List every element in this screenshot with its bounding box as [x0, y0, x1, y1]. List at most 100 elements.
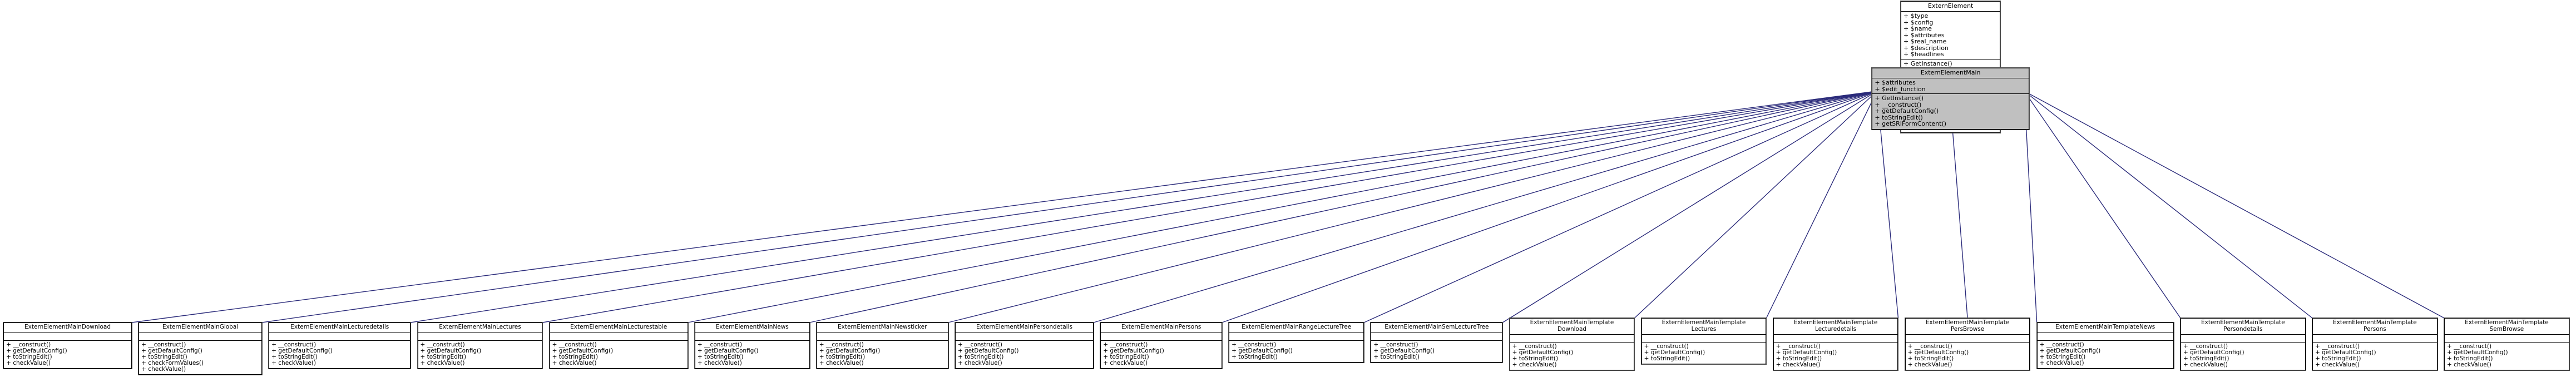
class-node[interactable]: ExternElementMainLecturedetails+ __const… [268, 322, 412, 369]
method-row: + checkValue() [1776, 361, 1821, 368]
class-name: ExternElementMainNews [695, 323, 809, 333]
method-row: + checkValue() [2039, 359, 2084, 366]
method-row: + __construct() [957, 341, 1002, 348]
method-row: + __construct() [1232, 341, 1277, 348]
method-row: + __construct() [552, 341, 597, 348]
method-row: + checkValue() [2315, 361, 2360, 368]
method-row: + checkFormValues() [141, 359, 204, 366]
method-row: + checkValue() [271, 359, 317, 366]
method-row: + getDefaultConfig() [957, 347, 1019, 354]
method-row: + getDefaultConfig() [1512, 349, 1574, 356]
class-node[interactable]: ExternElementMainLecturestable+ __constr… [548, 322, 689, 369]
class-name: ExternElementMainPersondetails [955, 323, 1094, 333]
class-node[interactable]: ExternElementMainTemplate Lectures+ __co… [1640, 317, 1767, 365]
class-node[interactable]: ExternElementMainTemplate PersBrowse+ __… [1904, 317, 2031, 371]
method-row: + __construct() [1512, 343, 1557, 350]
class-name: ExternElementMainDownload [4, 323, 131, 333]
class-node[interactable]: ExternElementMainNews + __construct()+ ge… [694, 322, 810, 369]
attribute-row: + $attributes [1875, 79, 1916, 86]
method-row: + __construct() [1776, 343, 1821, 350]
method-row: + getDefaultConfig() [1644, 349, 1705, 356]
class-attributes [1229, 333, 1364, 341]
class-attributes [1510, 335, 1634, 343]
class-node-focus[interactable]: ExternElementMain+ $attributes+ $edit_fu… [1871, 67, 2030, 130]
class-attributes [550, 333, 688, 341]
method-row: + getSRIFormContent() [1875, 120, 1947, 127]
class-name: ExternElementMain [1872, 68, 2029, 78]
method-row: + __construct() [697, 341, 743, 348]
method-row: + getDefaultConfig() [819, 347, 881, 354]
class-attributes [1101, 333, 1222, 341]
method-row: + getDefaultConfig() [1373, 347, 1435, 354]
method-row: + toStringEdit() [957, 353, 1004, 360]
method-row: + __construct() [420, 341, 465, 348]
method-row: + getDefaultConfig() [2446, 349, 2508, 356]
attribute-row: + $type [1903, 12, 1929, 19]
method-row: + __construct() [1373, 341, 1418, 348]
class-node[interactable]: ExternElementMainTemplate Lecturedetails… [1772, 317, 1899, 371]
class-node[interactable]: ExternElementMainTemplate Persondetails +… [2179, 317, 2306, 371]
class-node[interactable]: ExternElementMainPersons+ __construct()+… [1100, 322, 1223, 369]
method-row: + __construct() [141, 341, 186, 348]
class-name: ExternElementMainNewsticker [817, 323, 948, 333]
method-row: + checkValue() [420, 359, 465, 366]
class-node[interactable]: ExternElementMainRangeLectureTree+ __con… [1228, 322, 1365, 363]
class-node[interactable]: ExternElementMainTemplateNews+ __constru… [2036, 322, 2174, 369]
class-node[interactable]: ExternElementMainSemLectureTree+ __const… [1370, 322, 1504, 363]
class-name: ExternElement [1901, 2, 2000, 12]
attribute-row: + $headlines [1903, 51, 1944, 58]
class-methods: + __construct()+ getDefaultConfig()+ toS… [2445, 343, 2569, 370]
class-node[interactable]: ExternElementMainPersondetails + __constr… [954, 322, 1095, 369]
class-methods: + __construct()+ getDefaultConfig()+ toS… [4, 341, 131, 368]
method-row: + checkValue() [1907, 361, 1952, 368]
attribute-row: + $real_name [1903, 38, 1947, 45]
class-name: ExternElementMainTemplate Persondetails [2181, 319, 2305, 335]
method-row: + toStringEdit() [1512, 355, 1559, 362]
method-row: + toStringEdit() [552, 353, 599, 360]
class-node[interactable]: ExternElementMainLectures+ __construct()… [417, 322, 543, 369]
method-row: + toStringEdit() [271, 353, 318, 360]
class-attributes [1905, 335, 2030, 343]
method-row: + __construct() [2446, 343, 2492, 350]
class-attributes [1641, 335, 1766, 343]
method-row: + __construct() [6, 341, 51, 348]
method-row: + getDefaultConfig() [1776, 349, 1837, 356]
method-row: + __construct() [819, 341, 864, 348]
class-methods: + __construct()+ getDefaultConfig()+ toS… [1906, 343, 2030, 370]
class-node[interactable]: ExternElementMainTemplate SemBrowse+ __c… [2443, 317, 2570, 371]
class-attributes [418, 333, 542, 341]
attribute-row: + $name [1903, 25, 1932, 32]
class-methods: + __construct()+ getDefaultConfig()+ toS… [695, 341, 809, 368]
class-node[interactable]: ExternElementMainTemplate Download+ __co… [1509, 317, 1635, 371]
attribute-row: + $attributes [1903, 31, 1945, 39]
method-row: + toStringEdit() [6, 353, 52, 360]
method-row: + toStringEdit() [819, 353, 866, 360]
method-row: + checkValue() [819, 359, 864, 366]
class-node[interactable]: ExternElementMainNewsticker + __construct… [815, 322, 949, 369]
class-attributes [2444, 335, 2569, 343]
class-methods: + __construct()+ getDefaultConfig()+ toS… [1229, 341, 1363, 362]
method-row: + getDefaultConfig() [552, 347, 614, 354]
class-methods: + __construct()+ getDefaultConfig()+ toS… [1371, 341, 1502, 362]
method-row: + __construct() [2183, 343, 2228, 350]
method-row: + toStringEdit() [420, 353, 467, 360]
class-methods: + __construct()+ getDefaultConfig()+ toS… [817, 341, 948, 368]
attribute-row: + $description [1903, 44, 1949, 52]
class-node[interactable]: ExternElementMainGlobal+ __construct()+ … [138, 322, 263, 375]
method-row: + getDefaultConfig() [420, 347, 482, 354]
class-node[interactable]: ExternElementMainTemplate Persons+ __con… [2311, 317, 2438, 371]
class-attributes [695, 333, 809, 341]
method-row: + getDefaultConfig() [6, 347, 67, 354]
method-row: + getDefaultConfig() [2315, 349, 2376, 356]
method-row: + getDefaultConfig() [697, 347, 759, 354]
class-attributes [1773, 335, 1898, 343]
method-row: + toStringEdit() [2183, 355, 2229, 362]
method-row: + __construct() [1644, 343, 1689, 350]
class-node[interactable]: ExternElementMainDownload + __construct()… [3, 322, 132, 369]
method-row: + toStringEdit() [1373, 353, 1420, 360]
method-row: + checkValue() [2183, 361, 2228, 368]
class-attributes [955, 333, 1094, 341]
class-methods: + __construct()+ getDefaultConfig()+ toS… [1101, 341, 1222, 368]
class-attributes [4, 333, 131, 341]
class-methods: + GetInstance()+ __construct()+ getDefau… [1872, 94, 2029, 129]
